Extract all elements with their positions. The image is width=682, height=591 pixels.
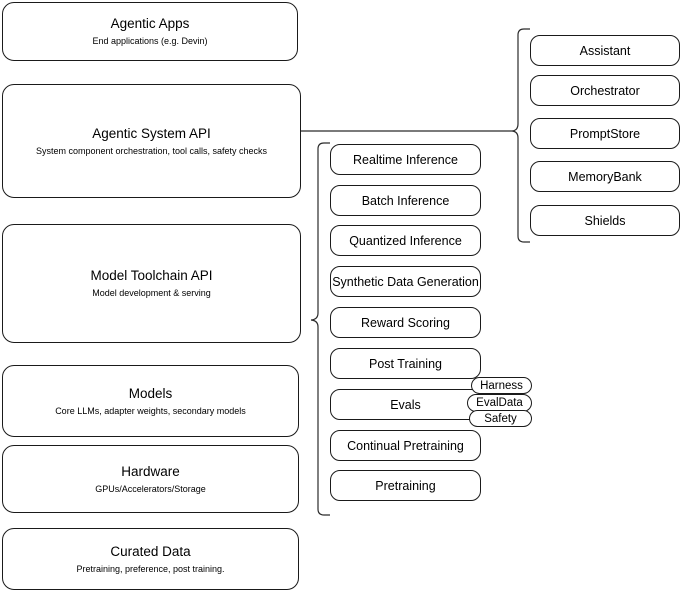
- toolchain-item-realtime-inference[interactable]: Realtime Inference: [330, 144, 481, 175]
- layer-title: Curated Data: [110, 543, 191, 559]
- layer-subtitle: Pretraining, preference, post training.: [76, 563, 225, 574]
- layer-title: Agentic System API: [92, 125, 211, 141]
- layer-subtitle: End applications (e.g. Devin): [92, 36, 208, 46]
- system-component-memorybank[interactable]: MemoryBank: [530, 161, 680, 192]
- layer-box-model-toolchain-api[interactable]: Model Toolchain API Model development & s…: [2, 224, 301, 343]
- agentic-system-brace: [511, 28, 530, 243]
- evals-tag-safety[interactable]: Safety: [469, 410, 532, 427]
- layer-title: Model Toolchain API: [90, 268, 213, 283]
- toolchain-item-batch-inference[interactable]: Batch Inference: [330, 185, 481, 216]
- layer-title: Hardware: [121, 463, 180, 479]
- evals-tag-harness[interactable]: Harness: [471, 377, 532, 394]
- layer-subtitle: Core LLMs, adapter weights, secondary mo…: [55, 405, 246, 416]
- toolchain-item-pretraining[interactable]: Pretraining: [330, 470, 481, 501]
- model-toolchain-brace: [310, 142, 330, 516]
- layer-title: Models: [128, 385, 173, 401]
- layer-subtitle: GPUs/Accelerators/Storage: [95, 483, 206, 494]
- system-component-assistant[interactable]: Assistant: [530, 35, 680, 66]
- toolchain-item-evals[interactable]: Evals: [330, 389, 481, 420]
- system-component-orchestrator[interactable]: Orchestrator: [530, 75, 680, 106]
- system-component-promptstore[interactable]: PromptStore: [530, 118, 680, 149]
- toolchain-item-quantized-inference[interactable]: Quantized Inference: [330, 225, 481, 256]
- layer-subtitle: Model development & serving: [92, 288, 211, 298]
- layer-subtitle: System component orchestration, tool cal…: [35, 145, 268, 156]
- toolchain-item-synthetic-data-generation[interactable]: Synthetic Data Generation: [330, 266, 481, 297]
- system-component-shields[interactable]: Shields: [530, 205, 680, 236]
- toolchain-item-post-training[interactable]: Post Training: [330, 348, 481, 379]
- layer-box-agentic-system-api[interactable]: Agentic System API System component orche…: [2, 84, 301, 198]
- layer-title: Agentic Apps: [110, 16, 190, 31]
- toolchain-item-reward-scoring[interactable]: Reward Scoring: [330, 307, 481, 338]
- toolchain-item-continual-pretraining[interactable]: Continual Pretraining: [330, 430, 481, 461]
